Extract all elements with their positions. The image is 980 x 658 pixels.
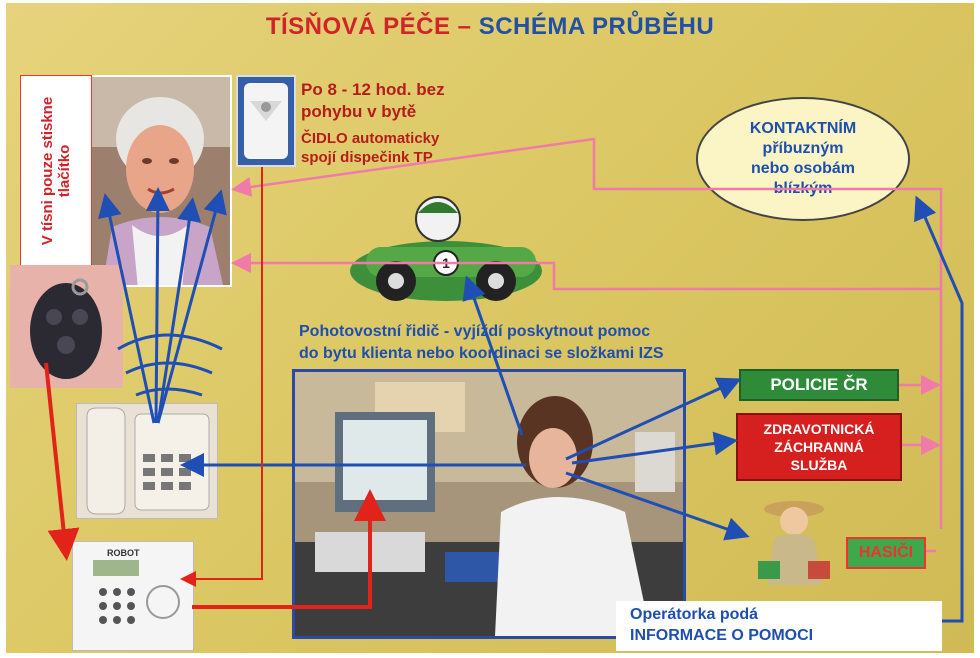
signal-arc-2 (125, 361, 213, 375)
sensor-text-line-3: ČIDLO automaticky (301, 130, 440, 147)
connector-layer (44, 137, 964, 623)
pink-line-top (231, 137, 943, 529)
operator-info-box: Operátorka podá INFORMACE O POMOCI (616, 601, 942, 651)
diagram-title: TÍSŇOVÁ PÉČE – SCHÉMA PRŮBĚHU (6, 13, 974, 41)
operator-photo (292, 369, 686, 639)
ambulance-box: ZDRAVOTNICKÁ ZÁCHRANNÁ SLUŽBA (736, 413, 902, 481)
title-part-1: TÍSŇOVÁ PÉČE – (265, 13, 472, 40)
blue-operator-hasici (565, 471, 750, 541)
motion-sensor-photo (236, 75, 296, 167)
blue-arrow-2 (145, 187, 170, 424)
sensor-text-line-1: Po 8 - 12 hod. bez (301, 80, 445, 99)
firefighter-illustration (746, 495, 846, 585)
signal-arc-3 (135, 387, 203, 397)
red-base-operator (192, 489, 386, 609)
operator-info-line-2: INFORMACE O POMOCI (630, 627, 814, 644)
device-brand: ROBOT (107, 548, 140, 558)
blue-operator-ambulance (571, 431, 738, 465)
contact-line-1: KONTAKTNÍM (749, 120, 857, 137)
blue-arrow-3 (156, 197, 202, 424)
vertical-label-box: V tísni pouze stiskne tlačítko (20, 75, 92, 267)
title-part-2: SCHÉMA PRŮBĚHU (478, 13, 715, 40)
driver-text-line-2: do bytu klienta nebo koordinaci se složk… (299, 345, 664, 362)
pink-line-car (231, 253, 941, 291)
sensor-text: Po 8 - 12 hod. bez pohybu v bytě ČIDLO a… (301, 79, 445, 167)
blue-info-contact (914, 195, 964, 623)
contact-line-2: příbuzným (762, 140, 844, 157)
contact-ellipse: KONTAKTNÍM příbuzným nebo osobám blízkým (696, 97, 910, 221)
firefighters-box: HASIČI (846, 537, 926, 569)
diagram-canvas: TÍSŇOVÁ PÉČE – SCHÉMA PRŮBĚHU V tísni po… (6, 3, 974, 653)
blue-arrow-1 (98, 193, 156, 424)
signal-arc-1 (117, 333, 223, 351)
keyfob-photo (10, 265, 123, 388)
operator-info-line-1: Operátorka podá (630, 606, 759, 623)
blue-arrow-4 (156, 189, 227, 424)
sensor-text-line-4: spojí dispečink TP (301, 149, 433, 166)
driver-text-line-1: Pohotovostní řidič - vyjíždí poskytnout … (299, 323, 651, 340)
blue-operator-car (462, 275, 524, 436)
blue-operator-police (565, 377, 742, 461)
red-sensor-line (180, 167, 263, 587)
red-keyfob-base (44, 362, 80, 561)
sensor-text-line-2: pohybu v bytě (301, 102, 417, 121)
contact-line-3: nebo osobám (750, 160, 855, 177)
base-unit-photo: ROBOT (72, 541, 194, 651)
client-photo (90, 75, 232, 287)
driver-text: Pohotovostní řidič - vyjíždí poskytnout … (299, 321, 664, 365)
